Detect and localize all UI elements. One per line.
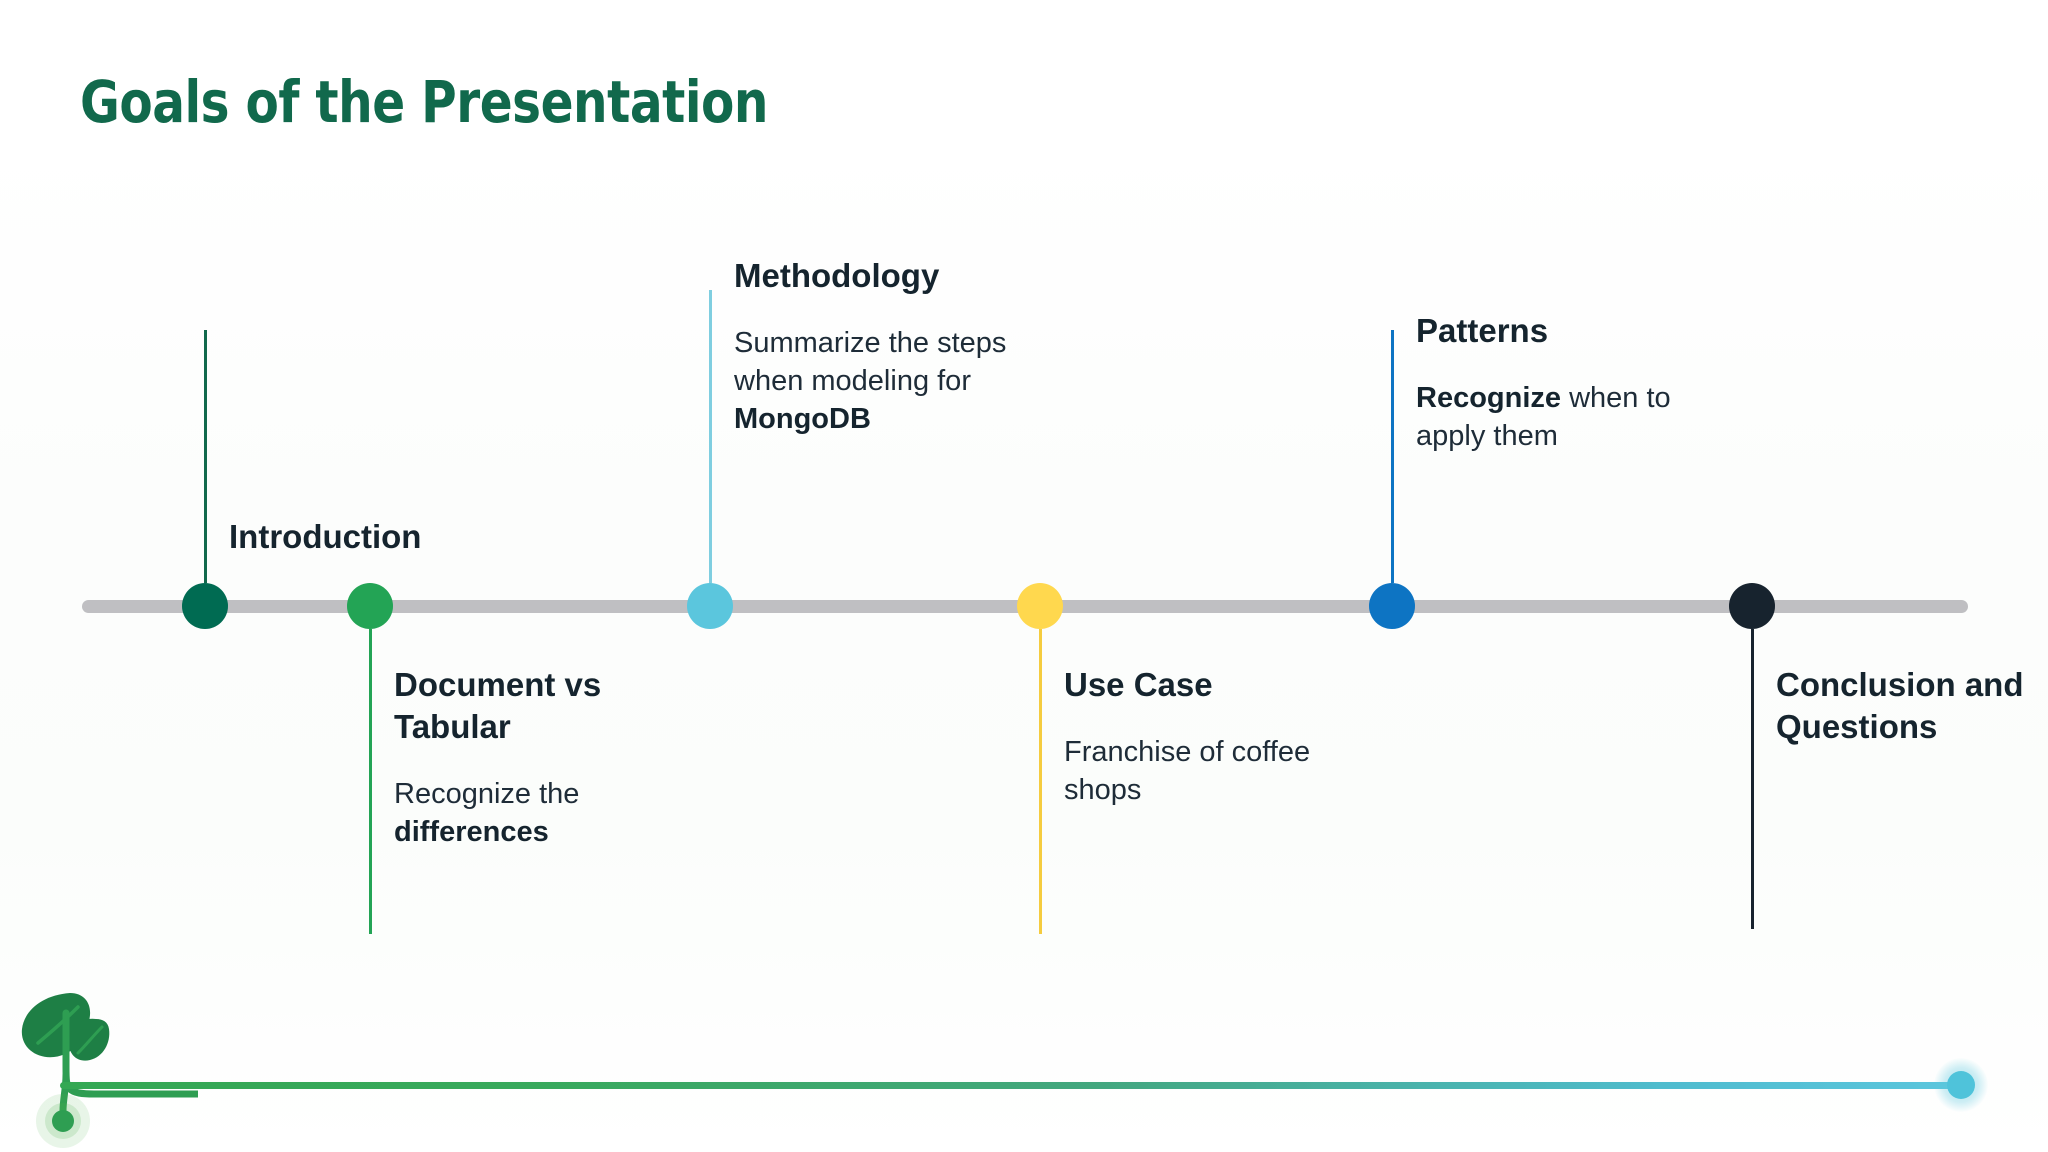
- milestone-dot-conclusion-and-questions[interactable]: [1729, 583, 1775, 629]
- milestone-connector-conclusion-and-questions: [1751, 629, 1754, 929]
- milestone-body-patterns: Recognize when to apply them: [1416, 380, 1716, 456]
- milestone-dot-introduction[interactable]: [182, 583, 228, 629]
- milestone-dot-methodology[interactable]: [687, 583, 733, 629]
- milestone-title-use-case: Use Case: [1064, 666, 1213, 703]
- milestone-title-document-vs-tabular: Document vs Tabular: [394, 666, 602, 746]
- milestone-dot-patterns[interactable]: [1369, 583, 1415, 629]
- bottom-accent-line: [60, 1082, 1955, 1089]
- milestone-title-patterns: Patterns: [1416, 312, 1549, 349]
- milestone-body-use-case: Franchise of coffee shops: [1064, 734, 1364, 810]
- milestone-block-introduction: Introduction: [229, 516, 529, 558]
- milestone-body-regular-methodology: Summarize the steps when modeling for: [734, 327, 1007, 398]
- milestone-title-conclusion-and-questions: Conclusion and Questions: [1776, 666, 2024, 746]
- bottom-line-end-dot: [1947, 1071, 1975, 1099]
- milestone-connector-methodology: [709, 290, 712, 583]
- milestone-body-bold-patterns: Recognize: [1416, 382, 1562, 415]
- page-title: Goals of the Presentation: [80, 68, 769, 136]
- milestone-connector-patterns: [1391, 330, 1394, 583]
- milestone-body-regular-document-vs-tabular: Recognize the: [394, 778, 580, 811]
- sprout-icon: [8, 967, 202, 1152]
- milestone-dot-use-case[interactable]: [1017, 583, 1063, 629]
- milestone-body-bold-methodology: MongoDB: [734, 403, 871, 436]
- milestone-connector-introduction: [204, 330, 207, 583]
- milestone-body-methodology: Summarize the steps when modeling for Mo…: [734, 325, 1034, 439]
- milestone-dot-document-vs-tabular[interactable]: [347, 583, 393, 629]
- milestone-body-regular-patterns: when to apply them: [1416, 382, 1671, 453]
- milestone-body-document-vs-tabular: Recognize the differences: [394, 776, 694, 852]
- milestone-body-bold-document-vs-tabular: differences: [394, 816, 549, 849]
- milestone-title-methodology: Methodology: [734, 257, 940, 294]
- milestone-block-conclusion-and-questions: Conclusion and Questions: [1776, 664, 2048, 748]
- milestone-connector-use-case: [1039, 629, 1042, 934]
- milestone-body-regular-use-case: Franchise of coffee shops: [1064, 736, 1311, 807]
- milestone-title-introduction: Introduction: [229, 518, 422, 555]
- milestone-connector-document-vs-tabular: [369, 629, 372, 934]
